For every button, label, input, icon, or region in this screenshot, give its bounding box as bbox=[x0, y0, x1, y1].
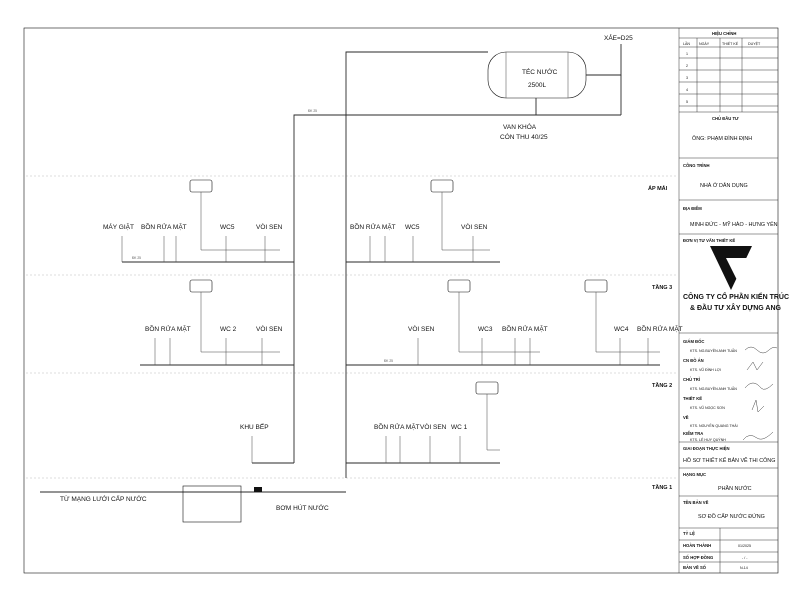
fixture-label-bon-rua-mat-roof-2: BỒN RỬA MẶT bbox=[350, 221, 396, 231]
tb-company-2: & ĐẦU TƯ XÂY DỰNG ANG bbox=[690, 302, 782, 312]
tb-contract-value: - / - bbox=[742, 556, 748, 560]
tb-rev-col-1: LẦN bbox=[683, 42, 690, 46]
tb-check-value: KTS. LÊ HUY QUỲNH bbox=[690, 437, 726, 442]
tb-contract-label: SỐ HỢP ĐỒNG bbox=[683, 555, 713, 560]
tb-draw-value: KTS. NGUYỄN QUANG THÁI bbox=[690, 423, 738, 428]
pipe-tag-3: ĐK 25 bbox=[308, 109, 317, 113]
water-heater-f3-left bbox=[189, 279, 213, 293]
tb-director-label: GIÁM ĐỐC bbox=[683, 339, 704, 344]
tb-sheet-no-value: N-14 bbox=[740, 566, 748, 570]
water-heater-f3-right bbox=[584, 279, 608, 293]
tb-sheet-no-label: BẢN VẼ SỐ bbox=[683, 565, 707, 570]
tb-rev-row-5: 5 bbox=[686, 100, 688, 104]
tb-done-value: 01/2025 bbox=[738, 544, 751, 548]
floor-label-f3: TẦNG 3 bbox=[652, 284, 672, 291]
tb-location-value: MINH ĐỨC - MỸ HÀO - HƯNG YÊN bbox=[690, 220, 778, 228]
water-tank: TÉC NƯỚC 2500L bbox=[487, 51, 587, 99]
fixture-label-voi-sen-roof-1: VÒI SEN bbox=[256, 222, 283, 231]
pipe-tag-2: ĐK 25 bbox=[384, 359, 393, 363]
tb-chief-label: CN ĐỒ ÁN bbox=[683, 358, 704, 363]
tb-revision-header: HIỆU CHỈNH bbox=[712, 31, 736, 36]
fixture-label-voi-sen-f3-2: VÒI SEN bbox=[408, 324, 435, 333]
floor3-fixtures bbox=[154, 279, 660, 365]
fixture-label-may-giat: MÁY GIẶT bbox=[103, 222, 134, 231]
tb-rev-col-3: THIẾT KẾ bbox=[722, 41, 739, 46]
tb-rev-row-1: 1 bbox=[686, 52, 688, 56]
roof-fixtures bbox=[121, 179, 490, 262]
tb-consultant-label: ĐƠN VỊ TƯ VẤN THIẾT KẾ bbox=[683, 238, 735, 243]
tb-category-value: PHẦN NƯỚC bbox=[718, 485, 752, 492]
fixture-label-bon-rua-mat-f3-1: BỒN RỬA MẶT bbox=[145, 323, 191, 333]
pump-symbol bbox=[254, 487, 262, 492]
fixture-label-wc3: WC3 bbox=[478, 326, 493, 333]
tb-sheet-name-value: SƠ ĐỒ CẤP NƯỚC ĐỨNG bbox=[698, 513, 765, 520]
tb-lead-label: CHỦ TRÌ bbox=[683, 377, 700, 382]
title-block bbox=[679, 37, 778, 573]
tb-location-label: ĐỊA ĐIỂM bbox=[683, 206, 702, 211]
tb-director-value: KTS. NG.BUYỀN ANH TUẤN bbox=[690, 348, 737, 353]
tb-rev-row-2: 2 bbox=[686, 64, 688, 68]
tb-chief-value: KTS. VŨ ĐÌNH LỢI bbox=[690, 367, 721, 372]
signatures bbox=[742, 346, 778, 441]
water-heater-f3-mid bbox=[447, 279, 471, 293]
tb-rev-col-4: DUYỆT bbox=[748, 41, 761, 46]
sheet-border bbox=[23, 27, 779, 574]
fixture-label-wc1: WC 1 bbox=[451, 424, 468, 431]
tank-capacity: 2500L bbox=[528, 82, 546, 89]
fixture-label-voi-sen-roof-2: VÒI SEN bbox=[461, 222, 488, 231]
tb-design-value: KTS. VŨ NGỌC SƠN bbox=[690, 405, 725, 410]
supply-label: TỪ MẠNG LƯỚI CẤP NƯỚC bbox=[60, 493, 147, 503]
tb-stage-value: HỒ SƠ THIẾT KẾ BẢN VẼ THI CÔNG bbox=[683, 457, 775, 464]
fixture-label-wc5: WC5 bbox=[220, 224, 235, 231]
water-heater-roof-left bbox=[189, 179, 213, 193]
tb-design-label: THIẾT KẾ bbox=[683, 396, 702, 401]
fixture-label-voi-sen-f3-1: VÒI SEN bbox=[256, 324, 283, 333]
tb-rev-row-4: 4 bbox=[686, 88, 688, 92]
tb-stage-label: GIAI ĐOẠN THỰC HIỆN bbox=[683, 446, 730, 451]
water-heater-f1 bbox=[475, 381, 499, 395]
pipe-tag-1: ĐK 25 bbox=[132, 256, 141, 260]
fixture-label-wc5-b: WC5 bbox=[405, 224, 420, 231]
fixture-label-khu-bep: KHU BẾP bbox=[240, 421, 269, 431]
floor-label-roof: ÁP MÁI bbox=[648, 185, 668, 192]
tb-rev-col-2: NGÀY bbox=[699, 42, 710, 46]
valve-label-1: VAN KHÓA bbox=[503, 122, 537, 131]
tb-check-label: KIỂM TRA bbox=[683, 431, 703, 436]
tb-scale-label: TỶ LỆ bbox=[683, 531, 695, 536]
fixture-label-wc4: WC4 bbox=[614, 326, 629, 333]
tb-project-value: NHÀ Ở DÂN DỤNG bbox=[700, 182, 748, 189]
tb-investor-label: CHỦ ĐẦU TƯ bbox=[712, 116, 739, 121]
fixture-label-wc2: WC 2 bbox=[220, 326, 237, 333]
water-heater-roof-right bbox=[430, 179, 454, 193]
valve-label-2: CÓN THU 40/25 bbox=[500, 132, 548, 141]
fixture-label-voi-sen-f1: VÒI SEN bbox=[420, 422, 447, 431]
tb-investor-value: ÔNG: PHẠM ĐÌNH ĐỊNH bbox=[692, 135, 752, 142]
tb-project-label: CÔNG TRÌNH bbox=[683, 163, 710, 168]
tb-category-label: HẠNG MỤC bbox=[683, 472, 706, 477]
fixture-label-bon-rua-mat-roof-1: BỒN RỬA MẶT bbox=[141, 221, 187, 231]
fixture-label-bon-rua-mat-f3-2: BỒN RỬA MẶT bbox=[502, 323, 548, 333]
floor-label-f2: TẦNG 2 bbox=[652, 382, 672, 389]
floor1-fixtures bbox=[251, 381, 500, 463]
tb-sheet-name-label: TÊN BẢN VẼ bbox=[683, 500, 709, 505]
company-logo bbox=[710, 246, 752, 290]
main-pipes bbox=[40, 44, 660, 523]
fixture-label-bon-rua-mat-f3-3: BỒN RỬA MẶT bbox=[637, 323, 683, 333]
tank-name: TÉC NƯỚC bbox=[522, 67, 558, 76]
floor-label-f1: TẦNG 1 bbox=[652, 484, 672, 491]
fixture-label-bon-rua-mat-f1: BỒN RỬA MẶT bbox=[374, 421, 420, 431]
tb-company-1: CÔNG TY CỔ PHẦN KIẾN TRÚC bbox=[683, 291, 789, 301]
vent-label: XẢE=D25 bbox=[604, 33, 633, 42]
supply-tank-box bbox=[182, 485, 242, 523]
tb-done-label: HOÀN THÀNH bbox=[683, 543, 711, 548]
tb-lead-value: KTS. NG.BUYỀN ANH TUẤN bbox=[690, 386, 737, 391]
pump-label: BƠM HÚT NƯỚC bbox=[276, 503, 329, 512]
tb-rev-row-3: 3 bbox=[686, 76, 688, 80]
tb-draw-label: VẼ bbox=[683, 415, 689, 420]
